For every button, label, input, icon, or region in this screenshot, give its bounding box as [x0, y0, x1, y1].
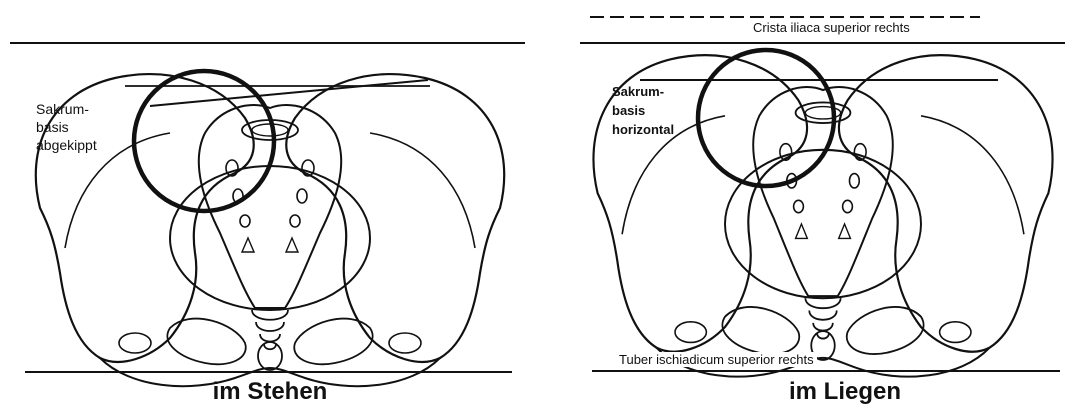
sacrum-label-line: Sakrum- [36, 100, 97, 118]
sacrum-label-line: Sakrum- [612, 82, 674, 101]
sacrum-label-standing: Sakrum- basis abgekippt [36, 100, 97, 154]
crista-iliaca-label: Crista iliaca superior rechts [750, 20, 913, 35]
tuber-ischiadicum-label: Tuber ischiadicum superior rechts [616, 352, 817, 367]
sacrum-label-line: basis [36, 118, 97, 136]
caption-standing: im Stehen [170, 378, 370, 406]
panel-lying [580, 17, 1065, 377]
sacrum-label-line: basis [612, 101, 674, 120]
sacrum-label-line: abgekippt [36, 136, 97, 154]
sacrum-label-line: horizontal [612, 120, 674, 139]
sacral-base-tilt-line [150, 80, 428, 106]
panel-standing [10, 43, 525, 386]
caption-lying: im Liegen [745, 378, 945, 406]
sacrum-label-lying: Sakrum- basis horizontal [612, 82, 674, 139]
